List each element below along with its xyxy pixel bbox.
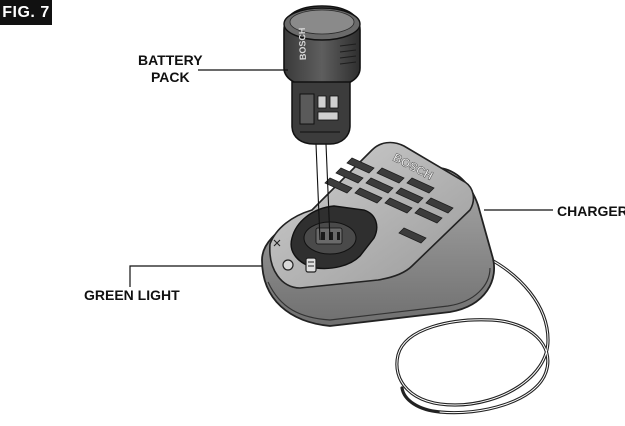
charger-base: BOSCH [262, 143, 494, 326]
battery-brand-mark: BOSCH [297, 27, 308, 60]
green-light-leader [130, 266, 262, 287]
battery-pack: BOSCH [284, 6, 360, 144]
